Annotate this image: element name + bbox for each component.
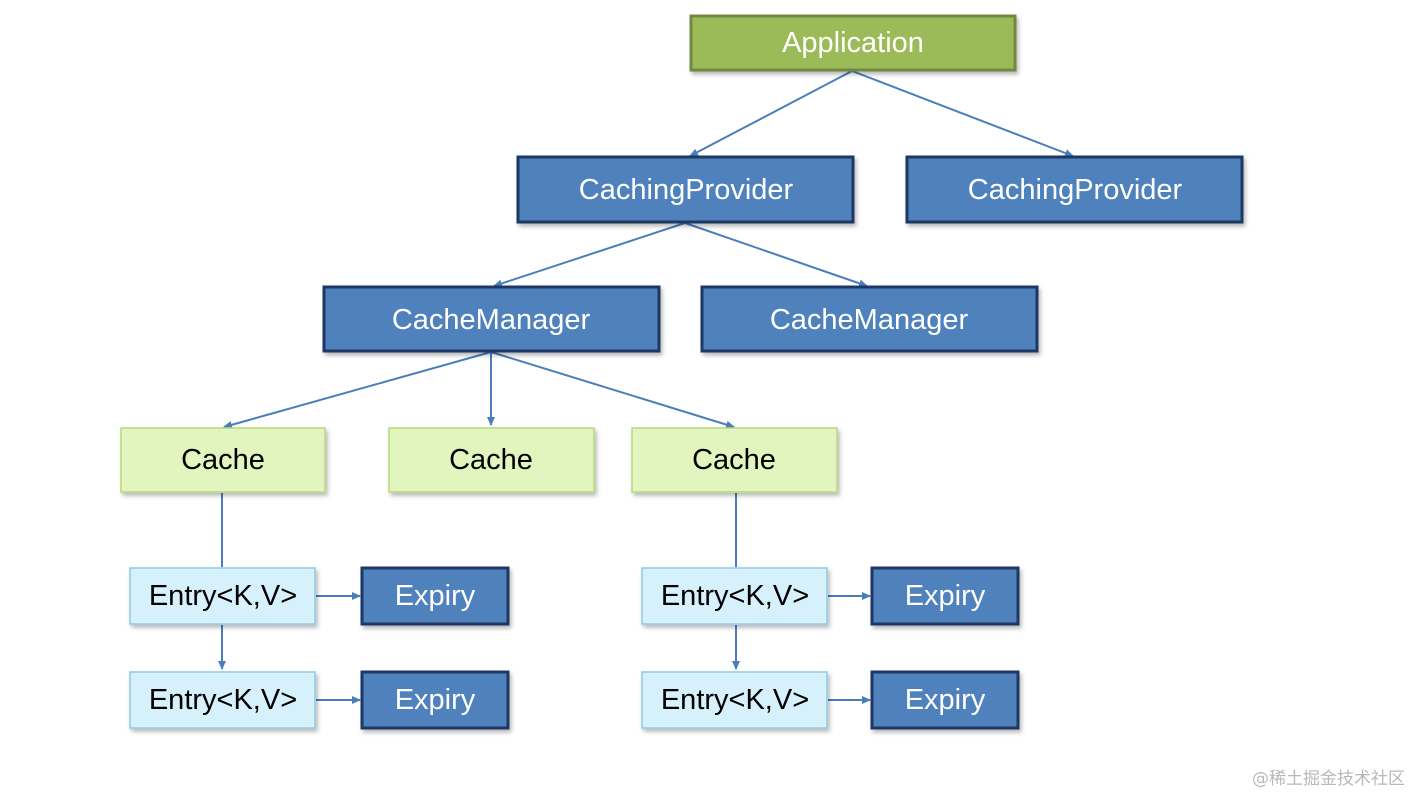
caching-provider-label: CachingProvider — [968, 174, 1183, 206]
cache-node: Cache — [631, 427, 838, 493]
cache-label: Cache — [692, 444, 776, 476]
cache-manager-node: CacheManager — [700, 285, 1039, 353]
cache-label: Cache — [181, 444, 265, 476]
cache-label: Cache — [449, 444, 533, 476]
connector-application-to-provider-2 — [851, 70, 1074, 157]
entry-label: Entry<K,V> — [149, 580, 297, 612]
application-node: Application — [689, 14, 1017, 72]
expiry-node: Expiry — [870, 566, 1020, 626]
entry-label: Entry<K,V> — [661, 580, 809, 612]
cache-manager-node: CacheManager — [322, 285, 661, 353]
application-label: Application — [782, 27, 924, 59]
cache-node: Cache — [388, 427, 595, 493]
caching-provider-node: CachingProvider — [516, 155, 855, 224]
connector-application-to-provider-1 — [689, 70, 853, 157]
expiry-node: Expiry — [360, 566, 510, 626]
expiry-label: Expiry — [395, 580, 476, 612]
caching-provider-node: CachingProvider — [905, 155, 1244, 224]
expiry-label: Expiry — [905, 580, 986, 612]
entry-label: Entry<K,V> — [661, 684, 809, 716]
entry-node: Entry<K,V> — [129, 567, 316, 625]
expiry-label: Expiry — [905, 684, 986, 716]
cache-manager-label: CacheManager — [770, 304, 969, 336]
caching-provider-label: CachingProvider — [579, 174, 794, 206]
entry-label: Entry<K,V> — [149, 684, 297, 716]
entry-node: Entry<K,V> — [129, 671, 316, 729]
connector-manager-to-cache-1 — [223, 351, 492, 429]
expiry-label: Expiry — [395, 684, 476, 716]
entry-node: Entry<K,V> — [641, 671, 828, 729]
cache-node: Cache — [120, 427, 326, 493]
watermark: @稀土掘金技术社区 — [1252, 769, 1405, 789]
expiry-node: Expiry — [870, 670, 1020, 730]
expiry-node: Expiry — [360, 670, 510, 730]
cache-manager-label: CacheManager — [392, 304, 591, 336]
entry-node: Entry<K,V> — [641, 567, 828, 625]
connectors — [218, 70, 1074, 704]
connector-provider-to-manager-1 — [493, 222, 686, 288]
connector-manager-to-cache-3 — [490, 351, 735, 429]
connector-provider-to-manager-2 — [684, 222, 868, 288]
